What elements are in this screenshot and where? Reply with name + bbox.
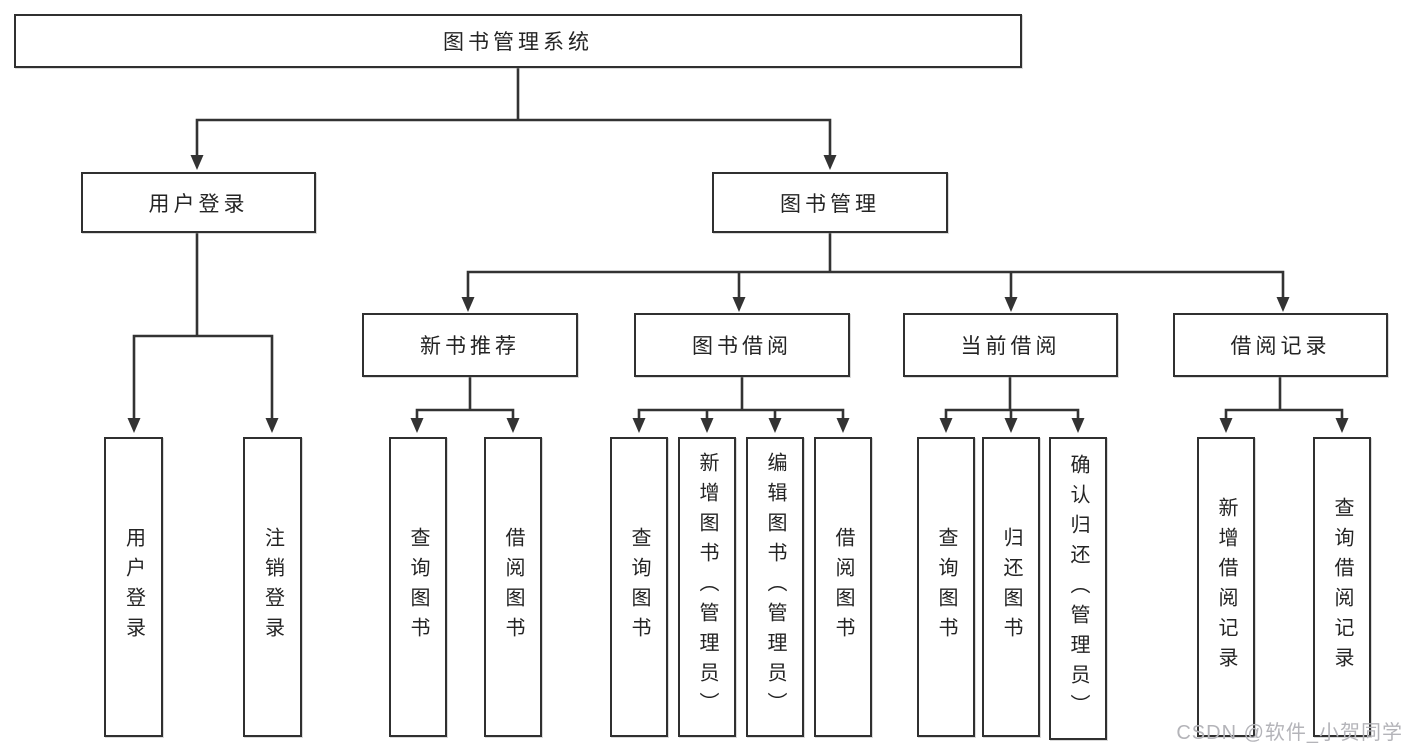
leaf-user-login: 用户登录 bbox=[104, 437, 163, 737]
node-label: 查询借阅记录 bbox=[1331, 497, 1353, 677]
node-book-management: 图书管理 bbox=[712, 172, 948, 233]
leaf-borrowing-query-books: 查询图书 bbox=[610, 437, 668, 737]
node-borrowing-records: 借阅记录 bbox=[1173, 313, 1388, 377]
leaf-borrowing-borrow-books: 借阅图书 bbox=[814, 437, 872, 737]
node-new-book-recommend: 新书推荐 bbox=[362, 313, 578, 377]
node-book-borrowing: 图书借阅 bbox=[634, 313, 850, 377]
node-label: 查询图书 bbox=[935, 527, 957, 647]
csdn-watermark: CSDN @软件_小贺同学 bbox=[1176, 722, 1403, 744]
node-label: 用户登录 bbox=[148, 192, 249, 216]
node-label: 查询图书 bbox=[407, 527, 429, 647]
leaf-current-confirm-return-admin: 确认归还（管理员） bbox=[1049, 437, 1107, 740]
connector-book-management-to-level3 bbox=[461, 231, 1290, 312]
node-label: 用户登录 bbox=[122, 527, 145, 647]
node-label: 编辑图书（管理员） bbox=[764, 452, 786, 722]
node-label: 借阅图书 bbox=[502, 527, 524, 647]
connector-borrowing-records-children bbox=[1219, 375, 1349, 433]
node-label: 新增借阅记录 bbox=[1215, 497, 1237, 677]
node-label: 借阅记录 bbox=[1230, 335, 1331, 358]
node-label: 确认归还（管理员） bbox=[1067, 453, 1089, 724]
node-label: 新书推荐 bbox=[420, 335, 520, 358]
node-label: 借阅图书 bbox=[832, 527, 854, 647]
leaf-borrowing-edit-books-admin: 编辑图书（管理员） bbox=[746, 437, 804, 737]
leaf-records-query-record: 查询借阅记录 bbox=[1313, 437, 1371, 737]
node-label: 图书借阅 bbox=[692, 335, 792, 358]
node-label: 当前借阅 bbox=[960, 335, 1061, 358]
node-label: 图书管理 bbox=[780, 192, 880, 216]
connector-new-book-recommend-children bbox=[410, 375, 520, 433]
node-current-borrowing: 当前借阅 bbox=[903, 313, 1118, 377]
connector-root-to-level2 bbox=[190, 66, 837, 170]
node-label: 新增图书（管理员） bbox=[696, 452, 718, 722]
leaf-borrowing-add-books-admin: 新增图书（管理员） bbox=[678, 437, 736, 737]
leaf-newrec-borrow-books: 借阅图书 bbox=[484, 437, 542, 737]
node-user-login: 用户登录 bbox=[81, 172, 316, 233]
leaf-records-add-record: 新增借阅记录 bbox=[1197, 437, 1255, 737]
node-root-library-system: 图书管理系统 bbox=[14, 14, 1022, 68]
leaf-current-query-books: 查询图书 bbox=[917, 437, 975, 737]
connector-user-login-children bbox=[127, 231, 279, 433]
leaf-current-return-books: 归还图书 bbox=[982, 437, 1040, 737]
node-label: 图书管理系统 bbox=[443, 31, 593, 54]
connector-book-borrowing-children bbox=[632, 375, 850, 433]
node-label: 查询图书 bbox=[628, 527, 650, 647]
leaf-newrec-query-books: 查询图书 bbox=[389, 437, 447, 737]
node-label: 注销登录 bbox=[261, 527, 284, 647]
leaf-logout: 注销登录 bbox=[243, 437, 302, 737]
node-label: 归还图书 bbox=[1000, 527, 1022, 647]
connector-current-borrowing-children bbox=[939, 375, 1085, 433]
